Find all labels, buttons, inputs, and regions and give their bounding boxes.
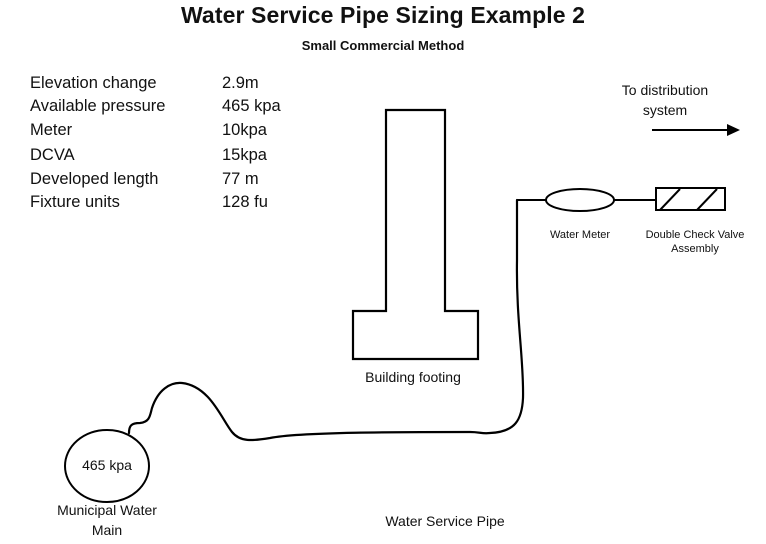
- dcva-symbol: [655, 187, 726, 211]
- param-label-fixture: Fixture units: [30, 193, 120, 211]
- param-label-pressure: Available pressure: [30, 97, 166, 115]
- water-meter-label: Water Meter: [549, 229, 611, 241]
- building-footing-shape: [351, 108, 480, 361]
- building-footing-label: Building footing: [365, 369, 461, 385]
- service-pipe-label: Water Service Pipe: [385, 513, 505, 529]
- param-label-elevation: Elevation change: [30, 74, 157, 92]
- dcva-label-line2: Assembly: [671, 243, 719, 255]
- municipal-main-label-line1: Municipal Water: [57, 502, 157, 518]
- param-value-pressure: 465 kpa: [222, 97, 281, 115]
- diagram-subtitle: Small Commercial Method: [301, 38, 465, 53]
- param-value-fixture: 128 fu: [222, 193, 268, 211]
- param-value-dcva: 15kpa: [222, 146, 267, 164]
- dcva-label-line1: Double Check Valve: [645, 229, 745, 241]
- water-service-pipe: [127, 198, 525, 442]
- param-value-length: 77 m: [222, 170, 259, 188]
- distribution-arrow-icon: [652, 124, 740, 136]
- main-pressure-label: 465 kpa: [82, 457, 132, 473]
- municipal-main-label-line2: Main: [91, 522, 123, 538]
- param-label-dcva: DCVA: [30, 146, 75, 164]
- param-value-elevation: 2.9m: [222, 74, 259, 92]
- param-label-length: Developed length: [30, 170, 159, 188]
- distribution-label-line1: To distribution: [621, 82, 709, 98]
- distribution-label-line2: system: [642, 102, 688, 118]
- water-meter-symbol: [545, 188, 615, 212]
- diagram-title: Water Service Pipe Sizing Example 2: [180, 2, 586, 28]
- param-value-meter: 10kpa: [222, 121, 267, 139]
- param-label-meter: Meter: [30, 121, 73, 139]
- municipal-main-circle: [64, 429, 150, 503]
